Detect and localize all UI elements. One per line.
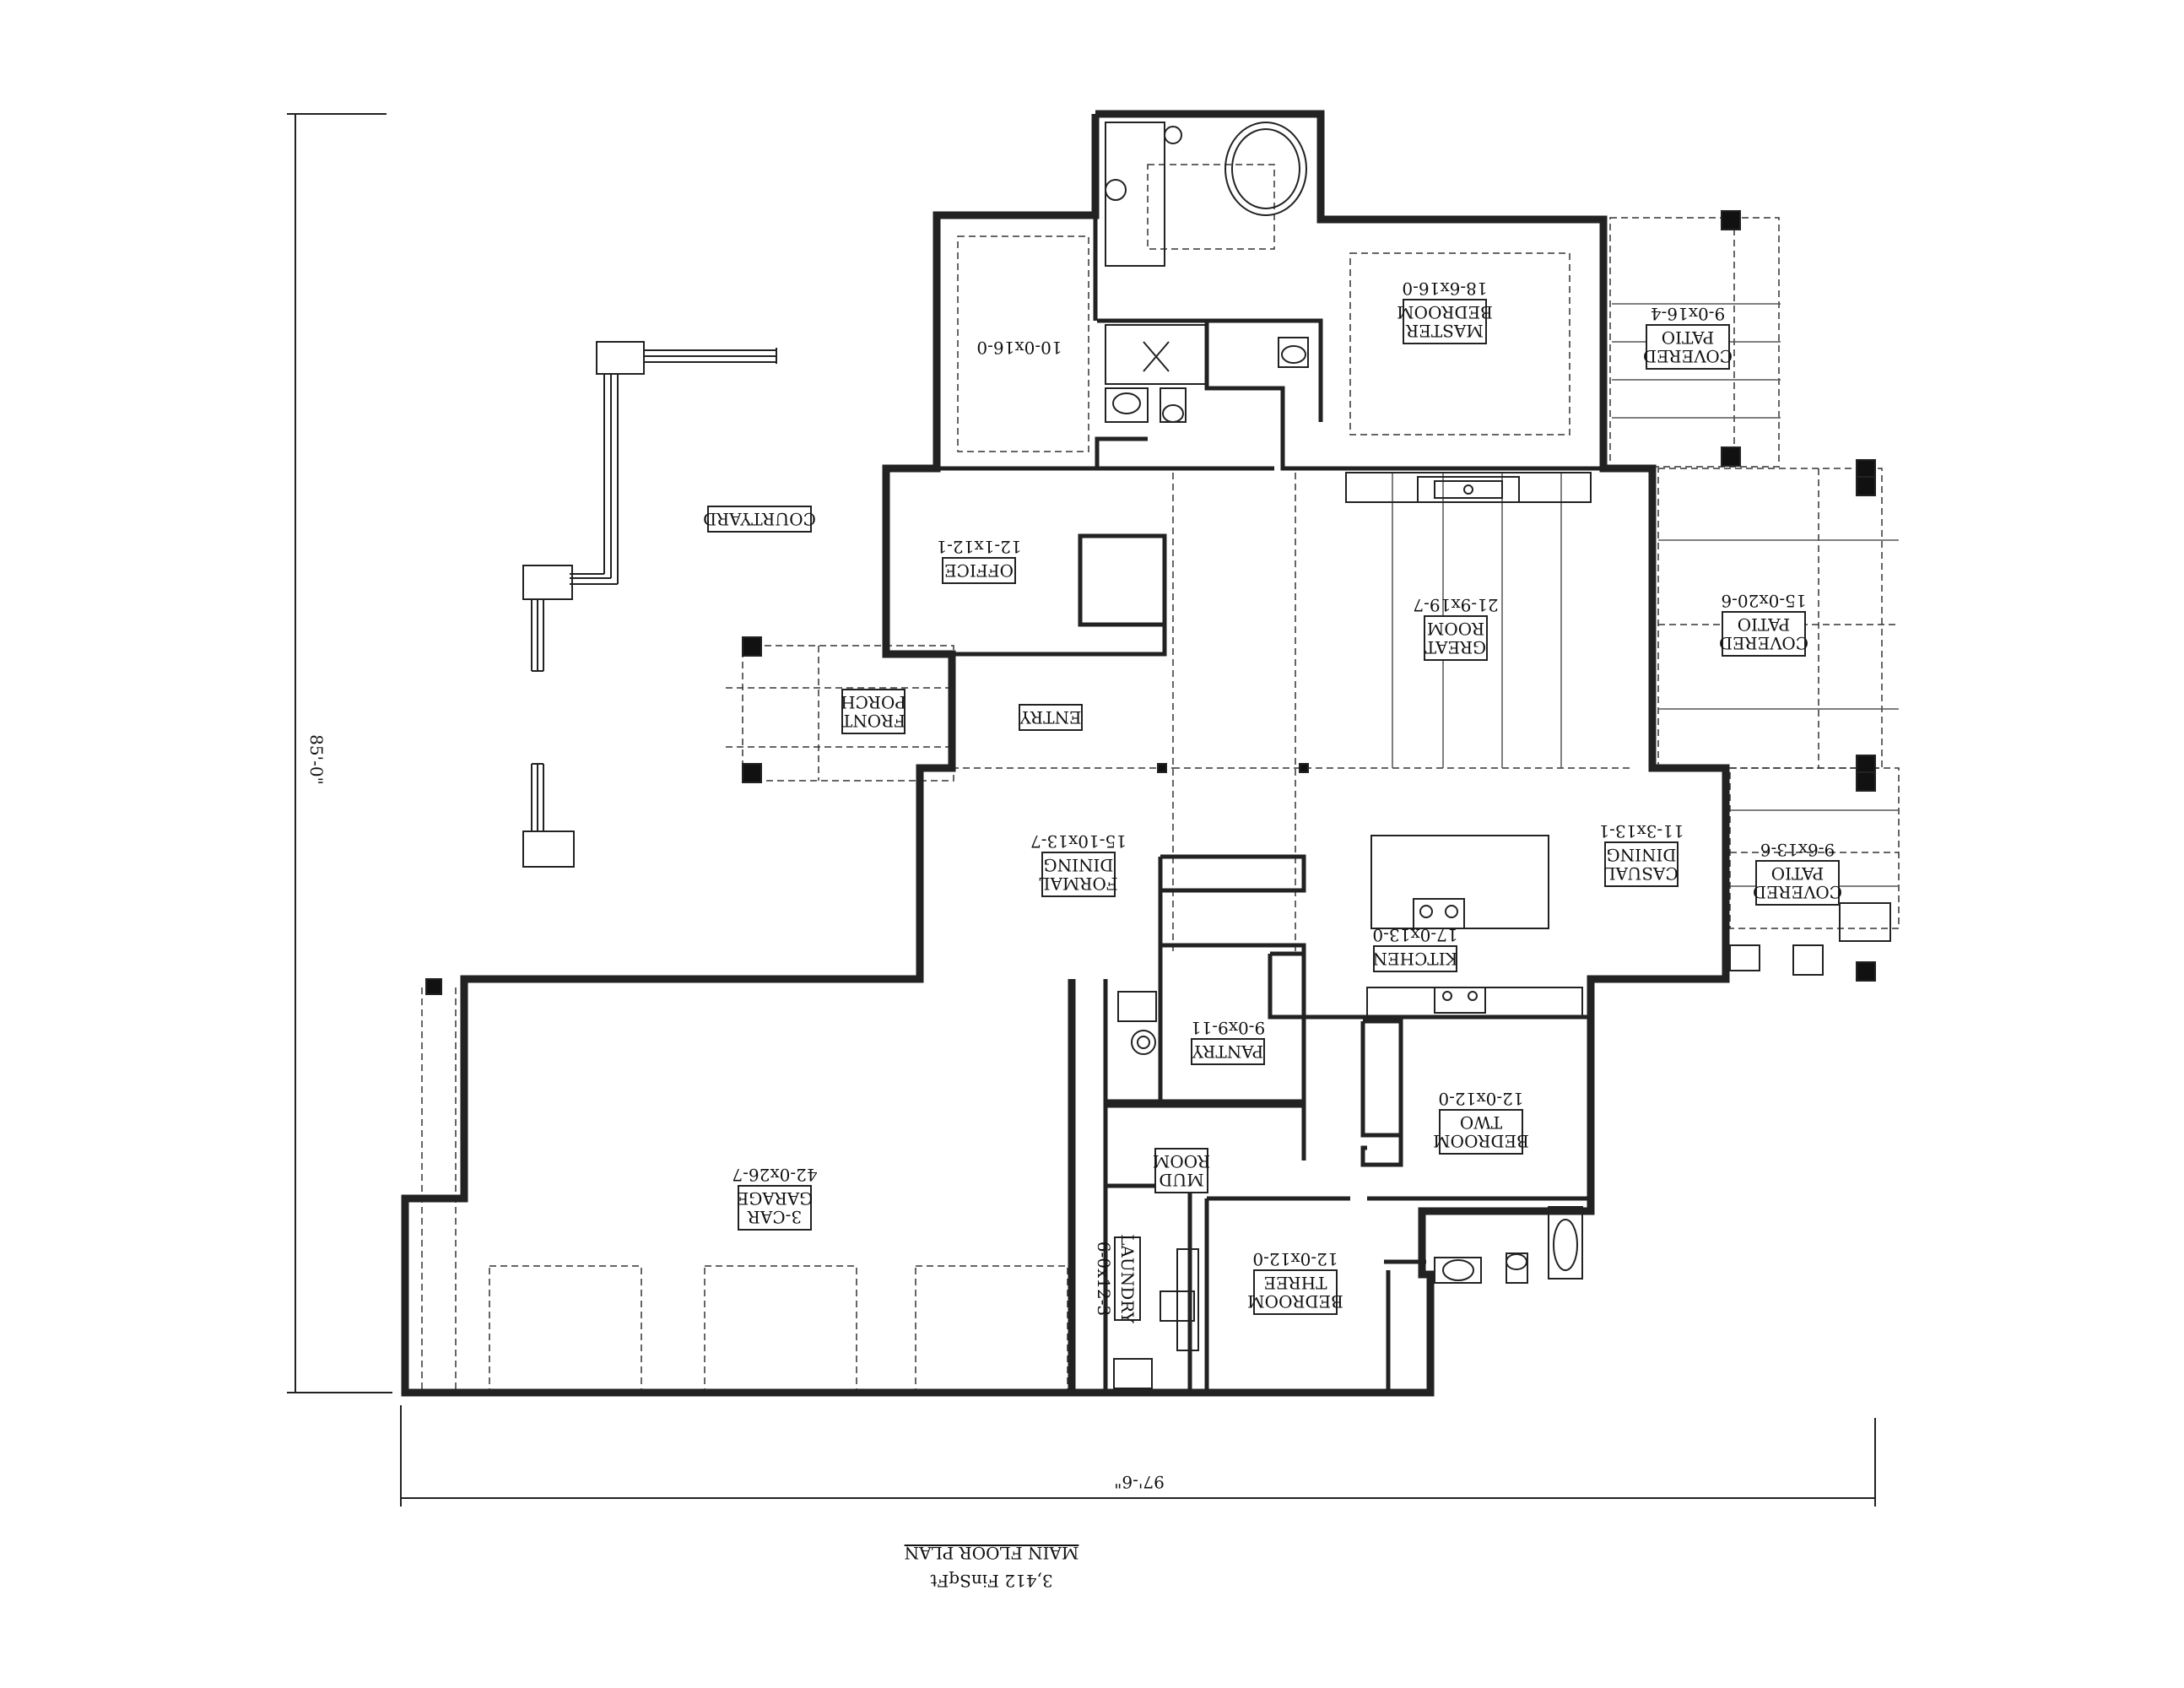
- room-labels: MASTERBEDROOM18-6x16-0COVEREDPATIO9-0x16…: [703, 279, 1842, 1324]
- room-name: PORCH: [841, 692, 906, 712]
- room-label-box: [1604, 841, 1679, 887]
- room-name: PATIO: [1738, 614, 1791, 635]
- room-label-box: [1191, 1038, 1265, 1065]
- room-label-box: [707, 506, 812, 533]
- room-name: PATIO: [1662, 327, 1715, 348]
- room-name: BEDROOM: [1433, 1131, 1529, 1151]
- room-dimensions: 9-0x16-4: [1651, 304, 1725, 324]
- dashed-outlines: [421, 164, 1900, 1393]
- room-label-box: [1373, 945, 1457, 972]
- room-label-box: [1722, 611, 1806, 657]
- room-dimensions: 12-1x12-1: [936, 537, 1021, 557]
- overall-width-dimension: 97'-6": [1114, 1472, 1165, 1492]
- room-label-entry: ENTRY: [1019, 704, 1083, 731]
- room-dimensions: 21-9x19-7: [1413, 595, 1498, 615]
- room-name: MUD: [1159, 1170, 1203, 1190]
- room-dimensions: 9-6x13-6: [1760, 840, 1835, 860]
- overall-depth-dimension: 85'-0": [306, 734, 327, 785]
- plan-title: MAIN FLOOR PLAN: [905, 1543, 1079, 1563]
- room-name: DINING: [1044, 855, 1114, 875]
- room-dimensions: 17-0x13-0: [1372, 925, 1457, 945]
- room-dimensions: 12-0x12-0: [1438, 1089, 1523, 1109]
- room-label-box: [1424, 615, 1488, 661]
- room-name: BEDROOM: [1397, 302, 1493, 322]
- room-label-box: [1019, 704, 1083, 731]
- room-name: ROOM: [1427, 619, 1484, 639]
- room-label-box: [942, 557, 1016, 584]
- room-label-box: [841, 689, 905, 734]
- room-label-pantry: PANTRY 9-0x9-11: [1191, 1018, 1265, 1065]
- room-label-box: [738, 1185, 812, 1231]
- room-name: THREE: [1263, 1273, 1327, 1293]
- room-name: GREAT: [1424, 637, 1486, 657]
- room-label-office: OFFICE 12-1x12-1: [936, 537, 1022, 584]
- room-name: LAUNDRY: [1117, 1234, 1138, 1324]
- room-name: PATIO: [1771, 863, 1825, 884]
- room-dimensions: 9-0x9-11: [1191, 1018, 1265, 1038]
- room-label-kitchen: KITCHEN 17-0x13-0: [1372, 925, 1458, 972]
- interior-walls: [886, 215, 1603, 1393]
- room-dimensions: 18-6x16-0: [1402, 279, 1487, 299]
- room-name: DINING: [1607, 845, 1677, 865]
- room-name: FORMAL: [1039, 874, 1118, 894]
- room-name: MASTER: [1405, 321, 1484, 341]
- room-label-box: [1403, 299, 1487, 344]
- room-dimensions: 15-10x13-7: [1030, 831, 1127, 852]
- room-name: OFFICE: [944, 560, 1014, 581]
- room-label-box: [1253, 1269, 1338, 1315]
- patio-joists: [1392, 303, 1899, 887]
- room-name: FRONT: [841, 711, 905, 731]
- room-label-box: [1114, 1236, 1141, 1321]
- room-name: COVERED: [1753, 882, 1842, 902]
- room-label-closet: 10-0x16-0: [976, 338, 1062, 358]
- room-name: TWO: [1460, 1112, 1502, 1133]
- columns: [425, 210, 1876, 995]
- room-name: COVERED: [1719, 633, 1808, 653]
- room-name: GARAGE: [737, 1188, 814, 1209]
- room-name: KITCHEN: [1372, 949, 1457, 969]
- room-dimensions: 11-3x13-1: [1598, 821, 1684, 841]
- room-name: ROOM: [1153, 1151, 1210, 1171]
- plan-area: 3,412 FinSqFt: [930, 1571, 1052, 1591]
- room-label-box: [1154, 1148, 1208, 1193]
- dimension-lines: [287, 113, 1876, 1507]
- room-name: ENTRY: [1019, 707, 1082, 728]
- fixtures: [1105, 122, 1891, 1389]
- room-label-box: [1439, 1109, 1523, 1155]
- room-dimensions: 15-0x20-6: [1721, 591, 1806, 611]
- room-label-box: [1041, 852, 1116, 897]
- room-dimensions: 10-0x16-0: [976, 338, 1062, 358]
- exterior-walls: [401, 110, 1730, 1397]
- room-name: 3-CAR: [747, 1207, 802, 1227]
- room-label-box: [1755, 860, 1840, 906]
- room-dimensions: 6-0x12-3: [1094, 1242, 1114, 1316]
- room-name: CASUAL: [1604, 863, 1678, 884]
- room-name: PANTRY: [1192, 1041, 1263, 1062]
- courtyard-walks: [522, 341, 777, 868]
- room-label-box: [1646, 324, 1730, 370]
- room-name: COVERED: [1643, 346, 1733, 366]
- room-label-courtyard: COURTYARD: [703, 506, 816, 533]
- room-name: BEDROOM: [1247, 1291, 1343, 1312]
- room-dimensions: 12-0x12-0: [1252, 1249, 1338, 1269]
- room-dimensions: 42-0x26-7: [732, 1165, 817, 1185]
- room-name: COURTYARD: [703, 509, 816, 529]
